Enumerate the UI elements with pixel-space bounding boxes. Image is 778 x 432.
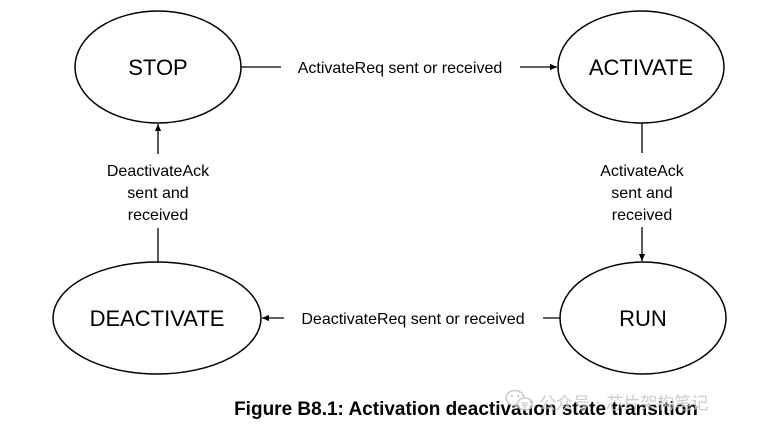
watermark: 公众号 · 芯片架构笔记 xyxy=(505,389,708,414)
transition-run-to-deactivate: DeactivateReq sent or received xyxy=(262,311,560,328)
transition-activate-to-run-label-line-3: received xyxy=(612,207,672,224)
transition-activate-to-run-label-line-1: ActivateAck xyxy=(600,163,685,180)
state-run: RUN xyxy=(559,261,727,375)
transition-deactivate-to-stop-label-line-2: sent and xyxy=(127,185,188,202)
wechat-logo-icon xyxy=(505,389,534,411)
figure-caption: Figure B8.1: Activation deactivation sta… xyxy=(234,399,698,420)
transition-deactivate-to-stop: DeactivateAck sent and received xyxy=(107,123,210,262)
transition-activate-to-run: ActivateAck sent and received xyxy=(600,123,685,261)
state-stop: STOP xyxy=(74,10,242,124)
transition-deactivate-to-stop-label-line-1: DeactivateAck xyxy=(107,163,210,180)
transition-run-to-deactivate-label: DeactivateReq sent or received xyxy=(301,311,524,328)
state-deactivate-label: DEACTIVATE xyxy=(90,306,225,331)
state-deactivate: DEACTIVATE xyxy=(52,261,262,375)
transition-activate-to-run-label-line-2: sent and xyxy=(611,185,672,202)
state-activate: ACTIVATE xyxy=(557,10,725,124)
state-stop-label: STOP xyxy=(128,55,188,80)
state-run-label: RUN xyxy=(619,306,667,331)
transition-stop-to-activate: ActivateReq sent or received xyxy=(241,60,557,77)
watermark-text: 公众号 · 芯片架构笔记 xyxy=(539,394,708,414)
transition-stop-to-activate-label: ActivateReq sent or received xyxy=(298,60,503,77)
transition-deactivate-to-stop-label-line-3: received xyxy=(128,207,188,224)
state-activate-label: ACTIVATE xyxy=(589,55,693,80)
